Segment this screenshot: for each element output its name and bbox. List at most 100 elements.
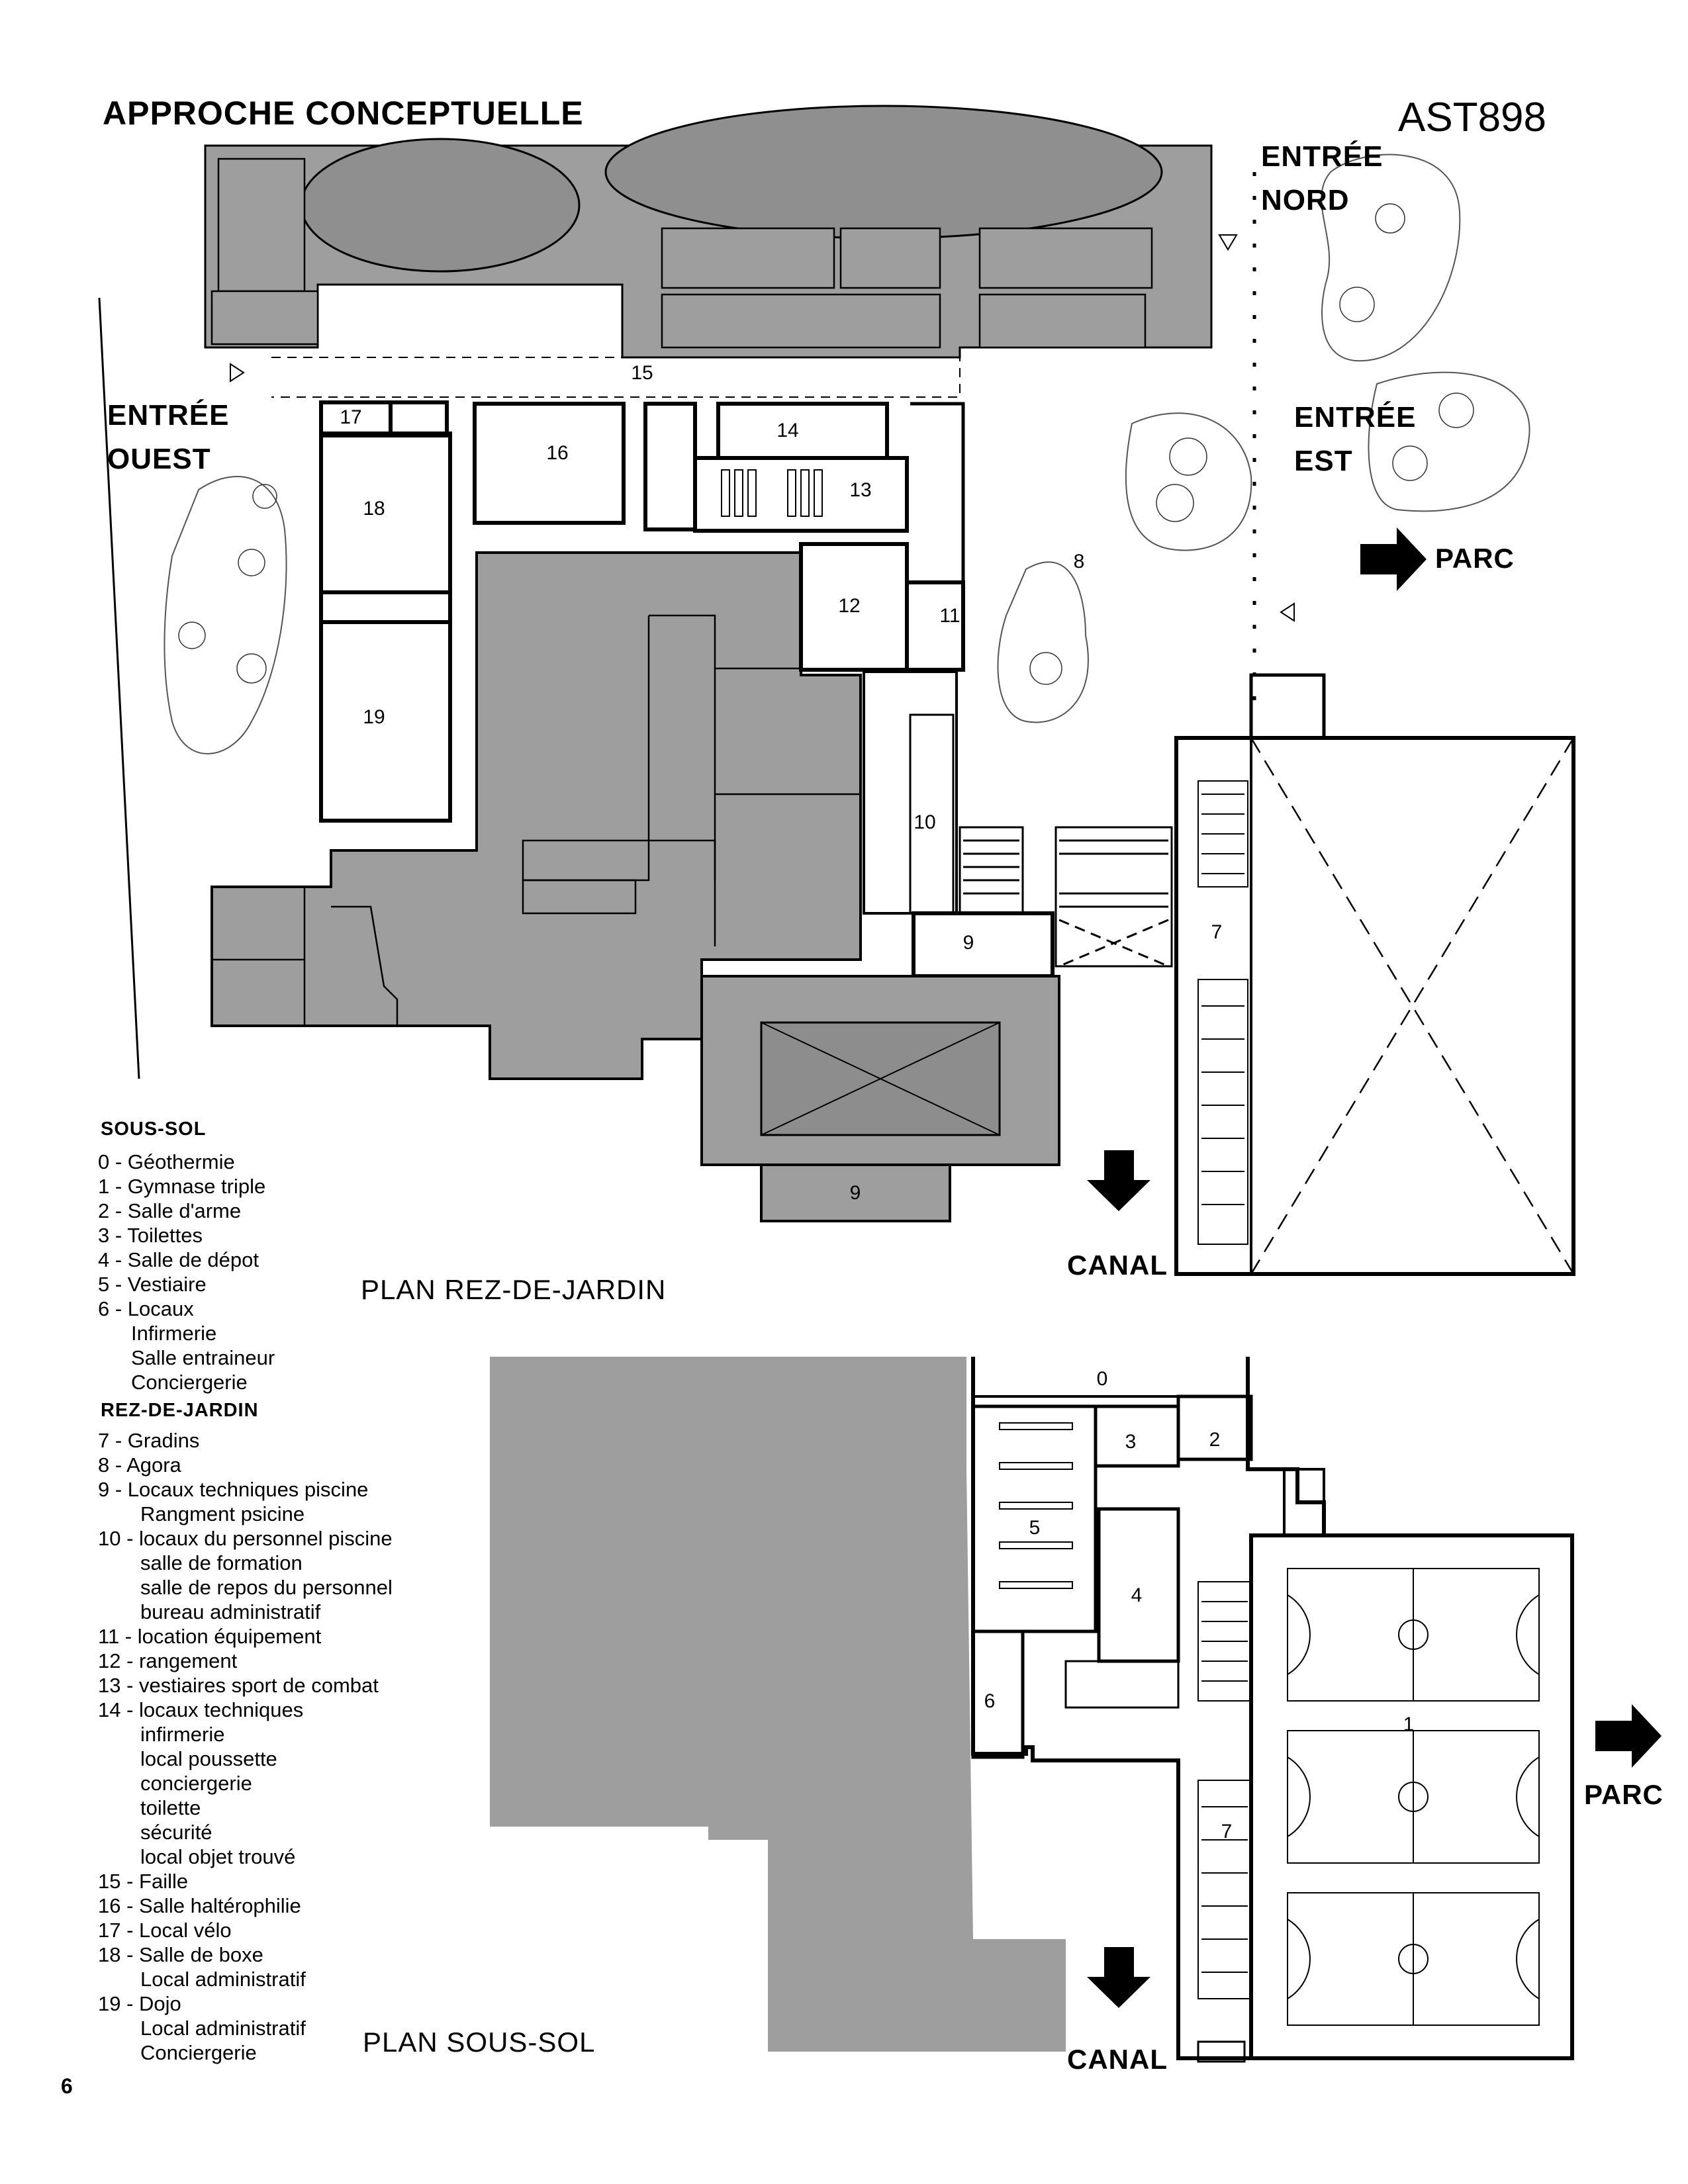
room-6 [971,1629,1025,1759]
entry-west-line1: ENTRÉE [107,399,230,432]
plan-label-rez-de-jardin: PLAN REZ-DE-JARDIN [361,1274,667,1305]
entry-west-label: ENTRÉE OUEST [107,394,229,481]
legend-item: 17 - Local vélo [98,1919,232,1942]
legend-item: 3 - Toilettes [98,1224,203,1247]
room-label: 11 [939,605,960,627]
legend-item: 6 - Locaux [98,1297,194,1320]
legend-item: local objet trouvé [140,1845,296,1868]
room-label: 6 [984,1690,996,1712]
service-partitions [212,614,861,1026]
legend-item: sécurité [140,1821,212,1844]
room-label: 3 [1125,1431,1137,1453]
legend-item: infirmerie [140,1723,225,1746]
legend-heading-rdj: REZ-DE-JARDIN [101,1400,259,1421]
legend-item: 9 - Locaux techniques piscine [98,1478,369,1501]
room-label: 16 [546,442,568,464]
entry-north-label: ENTRÉE NORD [1261,135,1383,222]
room-label: 12 [838,595,860,617]
room-label: 1 [1403,1713,1415,1735]
track-right [604,105,1163,240]
legend-item: Conciergerie [131,1371,248,1394]
room-18 [319,432,452,594]
legend-item: local poussette [140,1747,277,1770]
entry-west-line2: OUEST [107,443,211,475]
entry-east-line2: EST [1294,445,1353,477]
legend-item: Infirmerie [131,1322,217,1345]
room-label: 0 [1097,1368,1108,1390]
legend-item: 5 - Vestiaire [98,1273,207,1296]
room-9-upper [912,911,1055,978]
arrow-parc-lower [1595,1704,1662,1768]
toilet-block [643,402,697,531]
entry-marker-north [1218,234,1238,251]
room-label: 14 [776,420,798,441]
room-label: 7 [1221,1821,1233,1843]
page-number: 6 [61,2074,73,2098]
room-label: 2 [1209,1429,1221,1451]
legend-item: 12 - rangement [98,1649,238,1672]
gym-lower [1249,1533,1574,2060]
gym-upper-bleachers [1197,780,1248,1245]
course-code: AST898 [1398,95,1547,140]
gym-upper [1174,736,1575,1276]
legend-rdj-list: 7 - Gradins 8 - Agora 9 - Locaux techniq… [98,1428,471,2065]
room-3 [1094,1404,1180,1468]
legend-heading-soussol: SOUS-SOL [101,1118,207,1140]
room-19 [319,620,452,823]
room-label: 9 [850,1182,861,1204]
track-left [300,138,581,273]
arrow-canal-upper [1087,1150,1150,1211]
room-label: 17 [340,406,361,428]
canal-label-lower: CANAL [1067,2044,1168,2075]
room-label: 10 [914,811,935,833]
legend-soussol-list: 0 - Géothermie 1 - Gymnase triple 2 - Sa… [98,1150,471,1394]
entry-marker-west [230,363,245,383]
room-5 [971,1404,1098,1633]
legend-item: 4 - Salle de dépot [98,1248,259,1271]
arrow-parc-upper [1360,527,1427,591]
entry-east-label: ENTRÉE EST [1294,396,1416,483]
parc-label-upper: PARC [1435,543,1515,574]
arrow-canal-lower [1087,1947,1150,2008]
legend-item: 0 - Géothermie [98,1150,235,1173]
basketball-courts [1287,1568,1540,2026]
room-label: 15 [631,362,653,384]
stair-soussol-s [1197,2040,1246,2063]
legend-item: Local administratif [140,1968,306,1991]
page-title: APPROCHE CONCEPTUELLE [103,95,584,132]
room-label: 5 [1029,1517,1041,1539]
stair-soussol [1064,1660,1180,1709]
gym-lower-bleachers [1197,1581,1252,1999]
legend: SOUS-SOL 0 - Géothermie 1 - Gymnase trip… [98,1118,471,2065]
room-label: 13 [849,479,871,501]
site-boundary-west [98,297,140,1079]
legend-item: Conciergerie [140,2041,257,2064]
room-16 [473,402,626,525]
legend-item: toilette [140,1796,201,1819]
room-label: 7 [1211,921,1223,943]
room-9-lower [760,1163,951,1222]
link-corridor [959,826,1173,968]
room-label: 8 [1074,551,1085,572]
legend-item: conciergerie [140,1772,252,1795]
room-label: 18 [363,498,385,520]
legend-item: 1 - Gymnase triple [98,1175,266,1198]
room-12 [799,542,909,672]
legend-item: salle de repos du personnel [140,1576,393,1599]
room-18b [319,590,452,624]
canal-label-upper: CANAL [1067,1250,1168,1281]
parc-label-lower: PARC [1584,1779,1664,1810]
legend-item: Local administratif [140,2017,306,2040]
legend-item: 11 - location équipement [98,1625,322,1648]
legend-item: 10 - locaux du personnel piscine [98,1527,393,1550]
legend-item: 15 - Faille [98,1870,189,1893]
landscape [164,154,1530,754]
entry-east-line1: ENTRÉE [1294,401,1417,433]
stair-ne [1249,673,1326,740]
plan-label-sous-sol: PLAN SOUS-SOL [363,2026,596,2058]
stair-soussol-ne [1283,1468,1325,1537]
trees [178,203,1474,685]
legend-item: 13 - vestiaires sport de combat [98,1674,379,1697]
gym-upper-cross [1250,737,1575,1275]
